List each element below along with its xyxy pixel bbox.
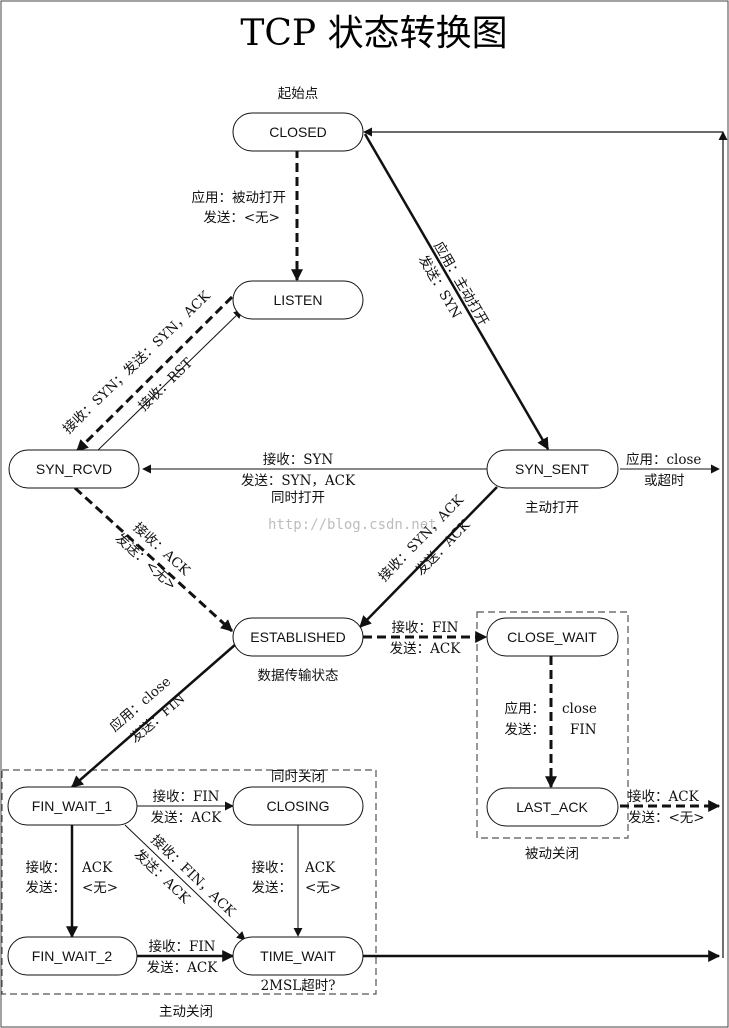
- label-closewait-lastack-send-value: FIN: [570, 722, 597, 738]
- arrow-synrcvd-established: [73, 486, 234, 633]
- state-listen-label: LISTEN: [273, 292, 322, 308]
- label-closing-tw-send: 发送：: [252, 880, 293, 896]
- arrow-synsent-established: [359, 486, 498, 628]
- state-close-wait-label: CLOSE_WAIT: [507, 629, 597, 645]
- arrow-closed-synsent: [363, 133, 550, 451]
- note-active-open: 主动打开: [525, 499, 579, 516]
- label-lastack-closed-recv: 接收：ACK: [628, 788, 700, 805]
- state-fin-wait-1: FIN_WAIT_1: [7, 786, 138, 826]
- note-data-transfer: 数据传输状态: [258, 668, 339, 684]
- state-listen: LISTEN: [232, 280, 364, 320]
- label-closed-listen-send: 发送：<无>: [203, 210, 280, 226]
- state-close-wait: CLOSE_WAIT: [486, 617, 619, 657]
- state-last-ack: LAST_ACK: [486, 787, 619, 827]
- arrow-established-finwait1: [71, 643, 237, 788]
- label-fw1-closing-send: 发送：ACK: [151, 810, 223, 826]
- label-closewait-lastack-app-value: close: [562, 701, 597, 717]
- label-closing-tw-recv: 接收：: [252, 859, 293, 876]
- active-close-group: [1, 769, 377, 995]
- state-closing-label: CLOSING: [266, 798, 329, 814]
- label-lastack-closed-send: 发送：<无>: [628, 810, 705, 826]
- label-closewait-lastack-send: 发送：: [505, 722, 546, 738]
- label-synsent-synrcvd-send: 发送：SYN，ACK: [241, 473, 356, 489]
- state-fin-wait-2-label: FIN_WAIT_2: [32, 948, 113, 964]
- label-closed-listen-app: 应用：被动打开: [192, 189, 287, 206]
- state-established-label: ESTABLISHED: [250, 629, 345, 645]
- note-2msl-timeout: 2MSL超时?: [261, 978, 336, 994]
- state-closed-label: CLOSED: [269, 124, 327, 140]
- label-synsent-close-timeout: 或超时: [644, 473, 685, 489]
- passive-close-group: [476, 611, 629, 839]
- state-syn-sent-label: SYN_SENT: [515, 461, 589, 477]
- label-fw1-closing-recv: 接收：FIN: [152, 788, 219, 805]
- label-fw1-fw2-recv-value: ACK: [81, 860, 113, 876]
- label-synsent-close-app: 应用：close: [626, 451, 701, 468]
- state-established: ESTABLISHED: [232, 617, 364, 657]
- note-active-close: 主动关闭: [159, 1004, 213, 1020]
- arrow-listen-synrcvd: [75, 295, 234, 453]
- state-time-wait-label: TIME_WAIT: [260, 948, 336, 964]
- label-fw2-tw-recv: 接收：FIN: [148, 938, 215, 955]
- state-syn-rcvd-label: SYN_RCVD: [36, 461, 112, 477]
- arrow-synrcvd-listen: [94, 309, 243, 454]
- label-closewait-lastack-app: 应用：: [505, 700, 546, 717]
- note-start-point: 起始点: [278, 86, 319, 102]
- state-fin-wait-1-label: FIN_WAIT_1: [32, 798, 113, 814]
- label-est-closewait-send: 发送：ACK: [390, 641, 462, 657]
- label-fw1-fw2-send: 发送：: [26, 880, 67, 896]
- note-simultaneous-close: 同时关闭: [271, 769, 325, 785]
- state-syn-rcvd: SYN_RCVD: [8, 449, 140, 489]
- watermark: http://blog.csdn.net: [268, 517, 437, 533]
- state-fin-wait-2: FIN_WAIT_2: [7, 936, 138, 976]
- label-closing-tw-send-value: <无>: [305, 880, 341, 896]
- label-est-closewait-recv: 接收：FIN: [391, 619, 458, 636]
- state-closed: CLOSED: [232, 112, 364, 152]
- note-passive-close: 被动关闭: [525, 846, 579, 862]
- label-fw1-fw2-recv: 接收：: [26, 859, 67, 876]
- label-fw1-fw2-send-value: <无>: [82, 880, 118, 896]
- label-fw2-tw-send: 发送：ACK: [147, 960, 219, 976]
- label-synsent-synrcvd-recv: 接收：SYN: [263, 451, 334, 468]
- state-last-ack-label: LAST_ACK: [516, 799, 588, 815]
- arrow-finwait1-timewait: [124, 824, 246, 941]
- state-time-wait: TIME_WAIT: [232, 936, 364, 976]
- state-closing: CLOSING: [232, 786, 364, 826]
- label-closing-tw-recv-value: ACK: [304, 860, 336, 876]
- note-simultaneous-open: 同时打开: [271, 489, 325, 506]
- state-syn-sent: SYN_SENT: [486, 449, 619, 489]
- diagram-title: TCP 状态转换图: [240, 13, 507, 54]
